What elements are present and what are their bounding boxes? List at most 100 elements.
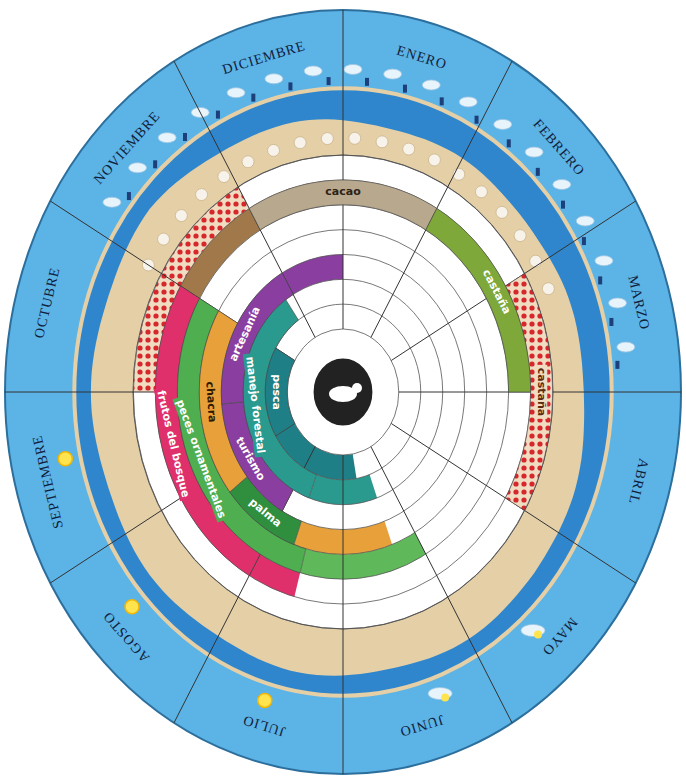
band-arc xyxy=(265,348,294,436)
month-divider xyxy=(50,424,294,583)
activity-label: manejo forestal xyxy=(243,353,267,457)
ring-line xyxy=(265,304,420,480)
cloud xyxy=(609,298,627,308)
month-divider xyxy=(343,10,344,329)
rain xyxy=(582,237,586,245)
rain xyxy=(609,318,613,326)
ring-line xyxy=(287,329,399,455)
rain xyxy=(507,139,511,147)
rain xyxy=(183,133,187,141)
rain xyxy=(598,276,602,284)
band-arc xyxy=(222,402,293,511)
bubble xyxy=(542,283,554,295)
cloud xyxy=(227,88,245,98)
bubble xyxy=(349,132,361,144)
bubble xyxy=(475,186,487,198)
cloud xyxy=(576,216,594,226)
month-divider xyxy=(5,392,287,393)
cloud xyxy=(422,80,440,90)
cloud xyxy=(595,256,613,266)
sun xyxy=(441,694,449,702)
rain xyxy=(216,111,220,119)
band-arc xyxy=(506,274,553,511)
rain xyxy=(365,78,369,86)
band-arc xyxy=(199,311,247,492)
rain xyxy=(127,192,131,200)
rain xyxy=(440,97,444,105)
month-divider xyxy=(343,455,344,774)
month-band xyxy=(5,10,681,774)
cloud xyxy=(459,97,477,107)
bubble xyxy=(376,136,388,148)
band-arc xyxy=(230,477,302,545)
cloud xyxy=(617,342,635,352)
rain xyxy=(536,168,540,176)
center-hub xyxy=(313,358,374,427)
rain xyxy=(475,116,479,124)
bubble xyxy=(428,154,440,166)
rain xyxy=(327,77,331,85)
cloud xyxy=(384,69,402,79)
cloud xyxy=(553,180,571,190)
month-divider xyxy=(391,201,635,360)
cloud xyxy=(129,163,147,173)
activity-label: castaña xyxy=(536,365,548,419)
band-arc xyxy=(177,298,305,572)
bubble xyxy=(218,171,230,183)
rain xyxy=(251,94,255,102)
bubble xyxy=(196,189,208,201)
activity-label: chacra xyxy=(203,379,218,427)
band-arc xyxy=(426,208,531,392)
cloud xyxy=(525,147,543,157)
activity-label: peces ornamentales xyxy=(172,395,228,522)
band-arc xyxy=(243,300,316,498)
cloud xyxy=(265,74,283,84)
band-arc xyxy=(155,286,260,576)
activity-arc xyxy=(181,208,261,298)
animal-icon xyxy=(352,383,362,393)
bubble xyxy=(268,144,280,156)
sun xyxy=(534,630,542,638)
month-divider xyxy=(399,392,681,393)
month-divider xyxy=(371,447,512,723)
cloud xyxy=(158,133,176,143)
bubble xyxy=(294,137,306,149)
activity-label: pesca xyxy=(270,371,282,413)
bubble xyxy=(175,210,187,222)
bubble xyxy=(321,133,333,145)
band-arc xyxy=(221,273,293,404)
ring-grid xyxy=(5,10,681,774)
bubble xyxy=(514,230,526,242)
bubble xyxy=(157,233,169,245)
activity-label: artesanía xyxy=(226,302,264,366)
activity-label: palma xyxy=(244,495,286,532)
rain xyxy=(561,201,565,209)
activity-arc xyxy=(282,255,343,295)
rain xyxy=(403,85,407,93)
bubble xyxy=(496,206,508,218)
rain xyxy=(153,160,157,168)
rain xyxy=(615,361,619,369)
bubble xyxy=(242,156,254,168)
cloud xyxy=(304,66,322,76)
weather-symbols xyxy=(58,64,635,707)
activity-label: castaña xyxy=(478,265,514,319)
sun xyxy=(125,600,139,614)
cloud xyxy=(494,119,512,129)
